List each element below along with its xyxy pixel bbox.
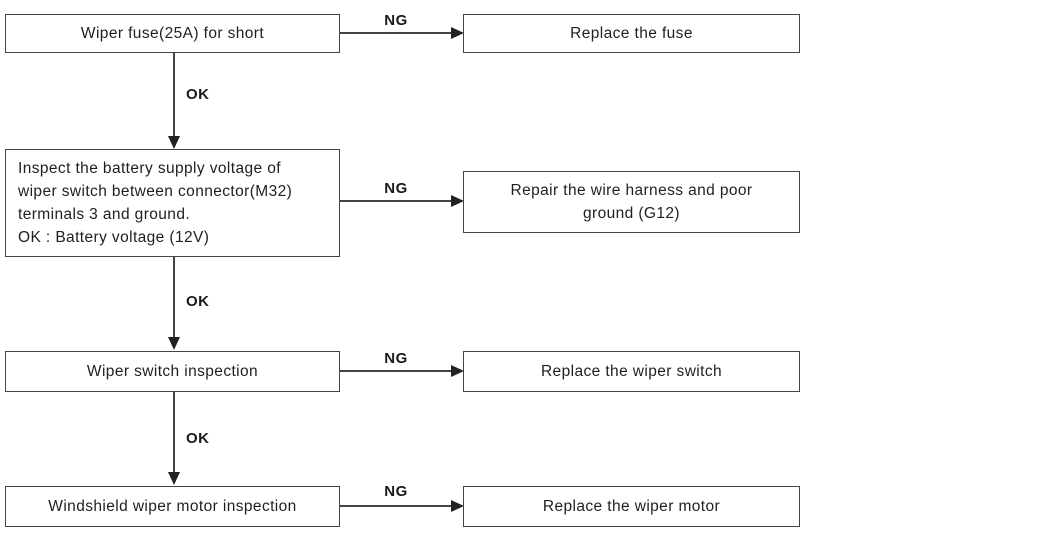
action-box-replace-switch: Replace the wiper switch	[463, 351, 800, 392]
action-box-replace-motor-label: Replace the wiper motor	[542, 498, 721, 515]
ok-arrow-line-1	[173, 53, 175, 137]
ok-arrow-line-2	[173, 257, 175, 338]
ok-arrowhead-icon-2	[168, 337, 180, 350]
step-box-wiper-fuse: Wiper fuse(25A) for short	[5, 14, 340, 53]
step-box-wiper-motor: Windshield wiper motor inspection	[5, 486, 340, 527]
step-box-wiper-switch-label: Wiper switch inspection	[86, 363, 259, 380]
ok-label-1: OK	[186, 86, 210, 103]
ng-arrowhead-icon-1	[451, 27, 464, 39]
step-box-battery-voltage-line-1: Inspect the battery supply voltage of	[18, 160, 281, 177]
action-box-replace-fuse-label: Replace the fuse	[570, 25, 693, 42]
ok-arrowhead-icon-3	[168, 472, 180, 485]
action-box-repair-harness: Repair the wire harness and poor ground …	[463, 171, 800, 233]
ng-arrow-line-1	[340, 32, 452, 34]
action-box-replace-fuse: Replace the fuse	[463, 14, 800, 53]
step-box-battery-voltage-line-4: OK : Battery voltage (12V)	[18, 229, 210, 246]
action-box-repair-harness-line-1: Repair the wire harness and poor	[510, 182, 753, 199]
step-box-battery-voltage-line-2: wiper switch between connector(M32)	[18, 183, 293, 200]
action-box-repair-harness-line-2: ground (G12)	[583, 205, 680, 222]
ng-label-3: NG	[384, 350, 408, 367]
action-box-replace-motor: Replace the wiper motor	[463, 486, 800, 527]
step-box-battery-voltage: Inspect the battery supply voltage of wi…	[5, 149, 340, 257]
ng-arrowhead-icon-3	[451, 365, 464, 377]
ok-label-2: OK	[186, 293, 210, 310]
ok-arrow-line-3	[173, 392, 175, 473]
step-box-wiper-motor-label: Windshield wiper motor inspection	[48, 498, 297, 515]
ng-label-2: NG	[384, 180, 408, 197]
step-box-wiper-fuse-label: Wiper fuse(25A) for short	[80, 25, 265, 42]
ng-arrowhead-icon-4	[451, 500, 464, 512]
step-box-wiper-switch: Wiper switch inspection	[5, 351, 340, 392]
step-box-battery-voltage-line-3: terminals 3 and ground.	[18, 206, 191, 223]
ng-label-1: NG	[384, 12, 408, 29]
ng-arrow-line-3	[340, 370, 452, 372]
ng-arrow-line-4	[340, 505, 452, 507]
action-box-replace-switch-label: Replace the wiper switch	[540, 363, 723, 380]
ng-label-4: NG	[384, 483, 408, 500]
ng-arrow-line-2	[340, 200, 452, 202]
ok-arrowhead-icon-1	[168, 136, 180, 149]
ng-arrowhead-icon-2	[451, 195, 464, 207]
ok-label-3: OK	[186, 430, 210, 447]
